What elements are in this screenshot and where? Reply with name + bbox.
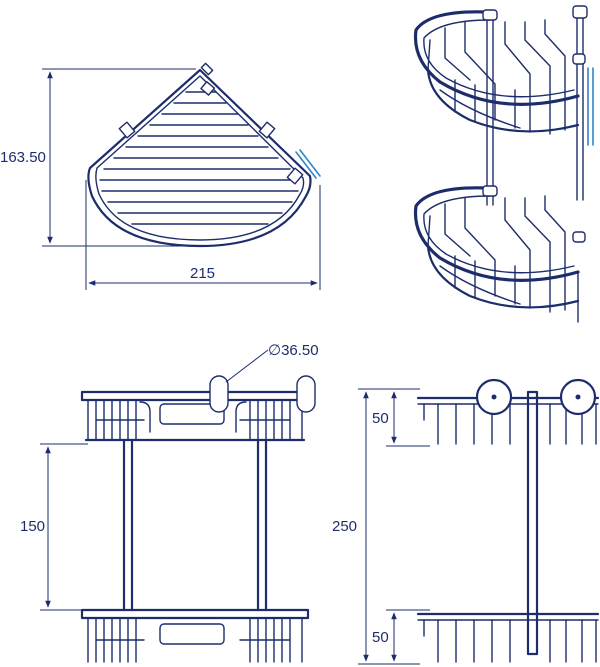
front-mount-discs [209,375,316,413]
dim-top-depth-label: 163.50 [0,149,46,166]
dim-mount-diameter: ∅36.50 [225,342,319,383]
dim-shelf-spacing-label: 150 [20,518,45,535]
dim-basket-height-bottom-label: 50 [372,629,389,646]
dim-basket-height-top-label: 50 [372,410,389,427]
dim-shelf-spacing: 150 [20,443,88,611]
iso-upper-wires [427,19,566,135]
top-view-mount-plates [118,62,321,185]
isometric-view [413,5,594,323]
dim-basket-height-bottom: 50 [372,609,430,662]
front-upper-wires [95,399,291,441]
iso-lower-wires [427,195,579,323]
iso-upper-basket [413,5,594,146]
dim-overall-height-label: 250 [332,518,357,535]
side-mount-discs [475,378,597,416]
dim-basket-height-top: 50 [372,391,430,447]
side-lower-teeth [423,619,597,663]
dim-mount-diameter-label: ∅36.50 [268,342,319,359]
front-lower-wires [95,617,291,663]
dim-top-width-label: 215 [190,265,215,282]
dim-top-depth: 163.50 [0,68,200,247]
top-view-slats [99,91,299,225]
dim-top-width: 215 [85,180,321,290]
side-view: 250 50 50 [332,378,600,665]
top-view: 163.50 215 [0,62,321,290]
front-view: ∅36.50 150 [20,342,319,663]
iso-lower-basket [413,185,586,323]
dim-overall-height: 250 [332,388,420,665]
